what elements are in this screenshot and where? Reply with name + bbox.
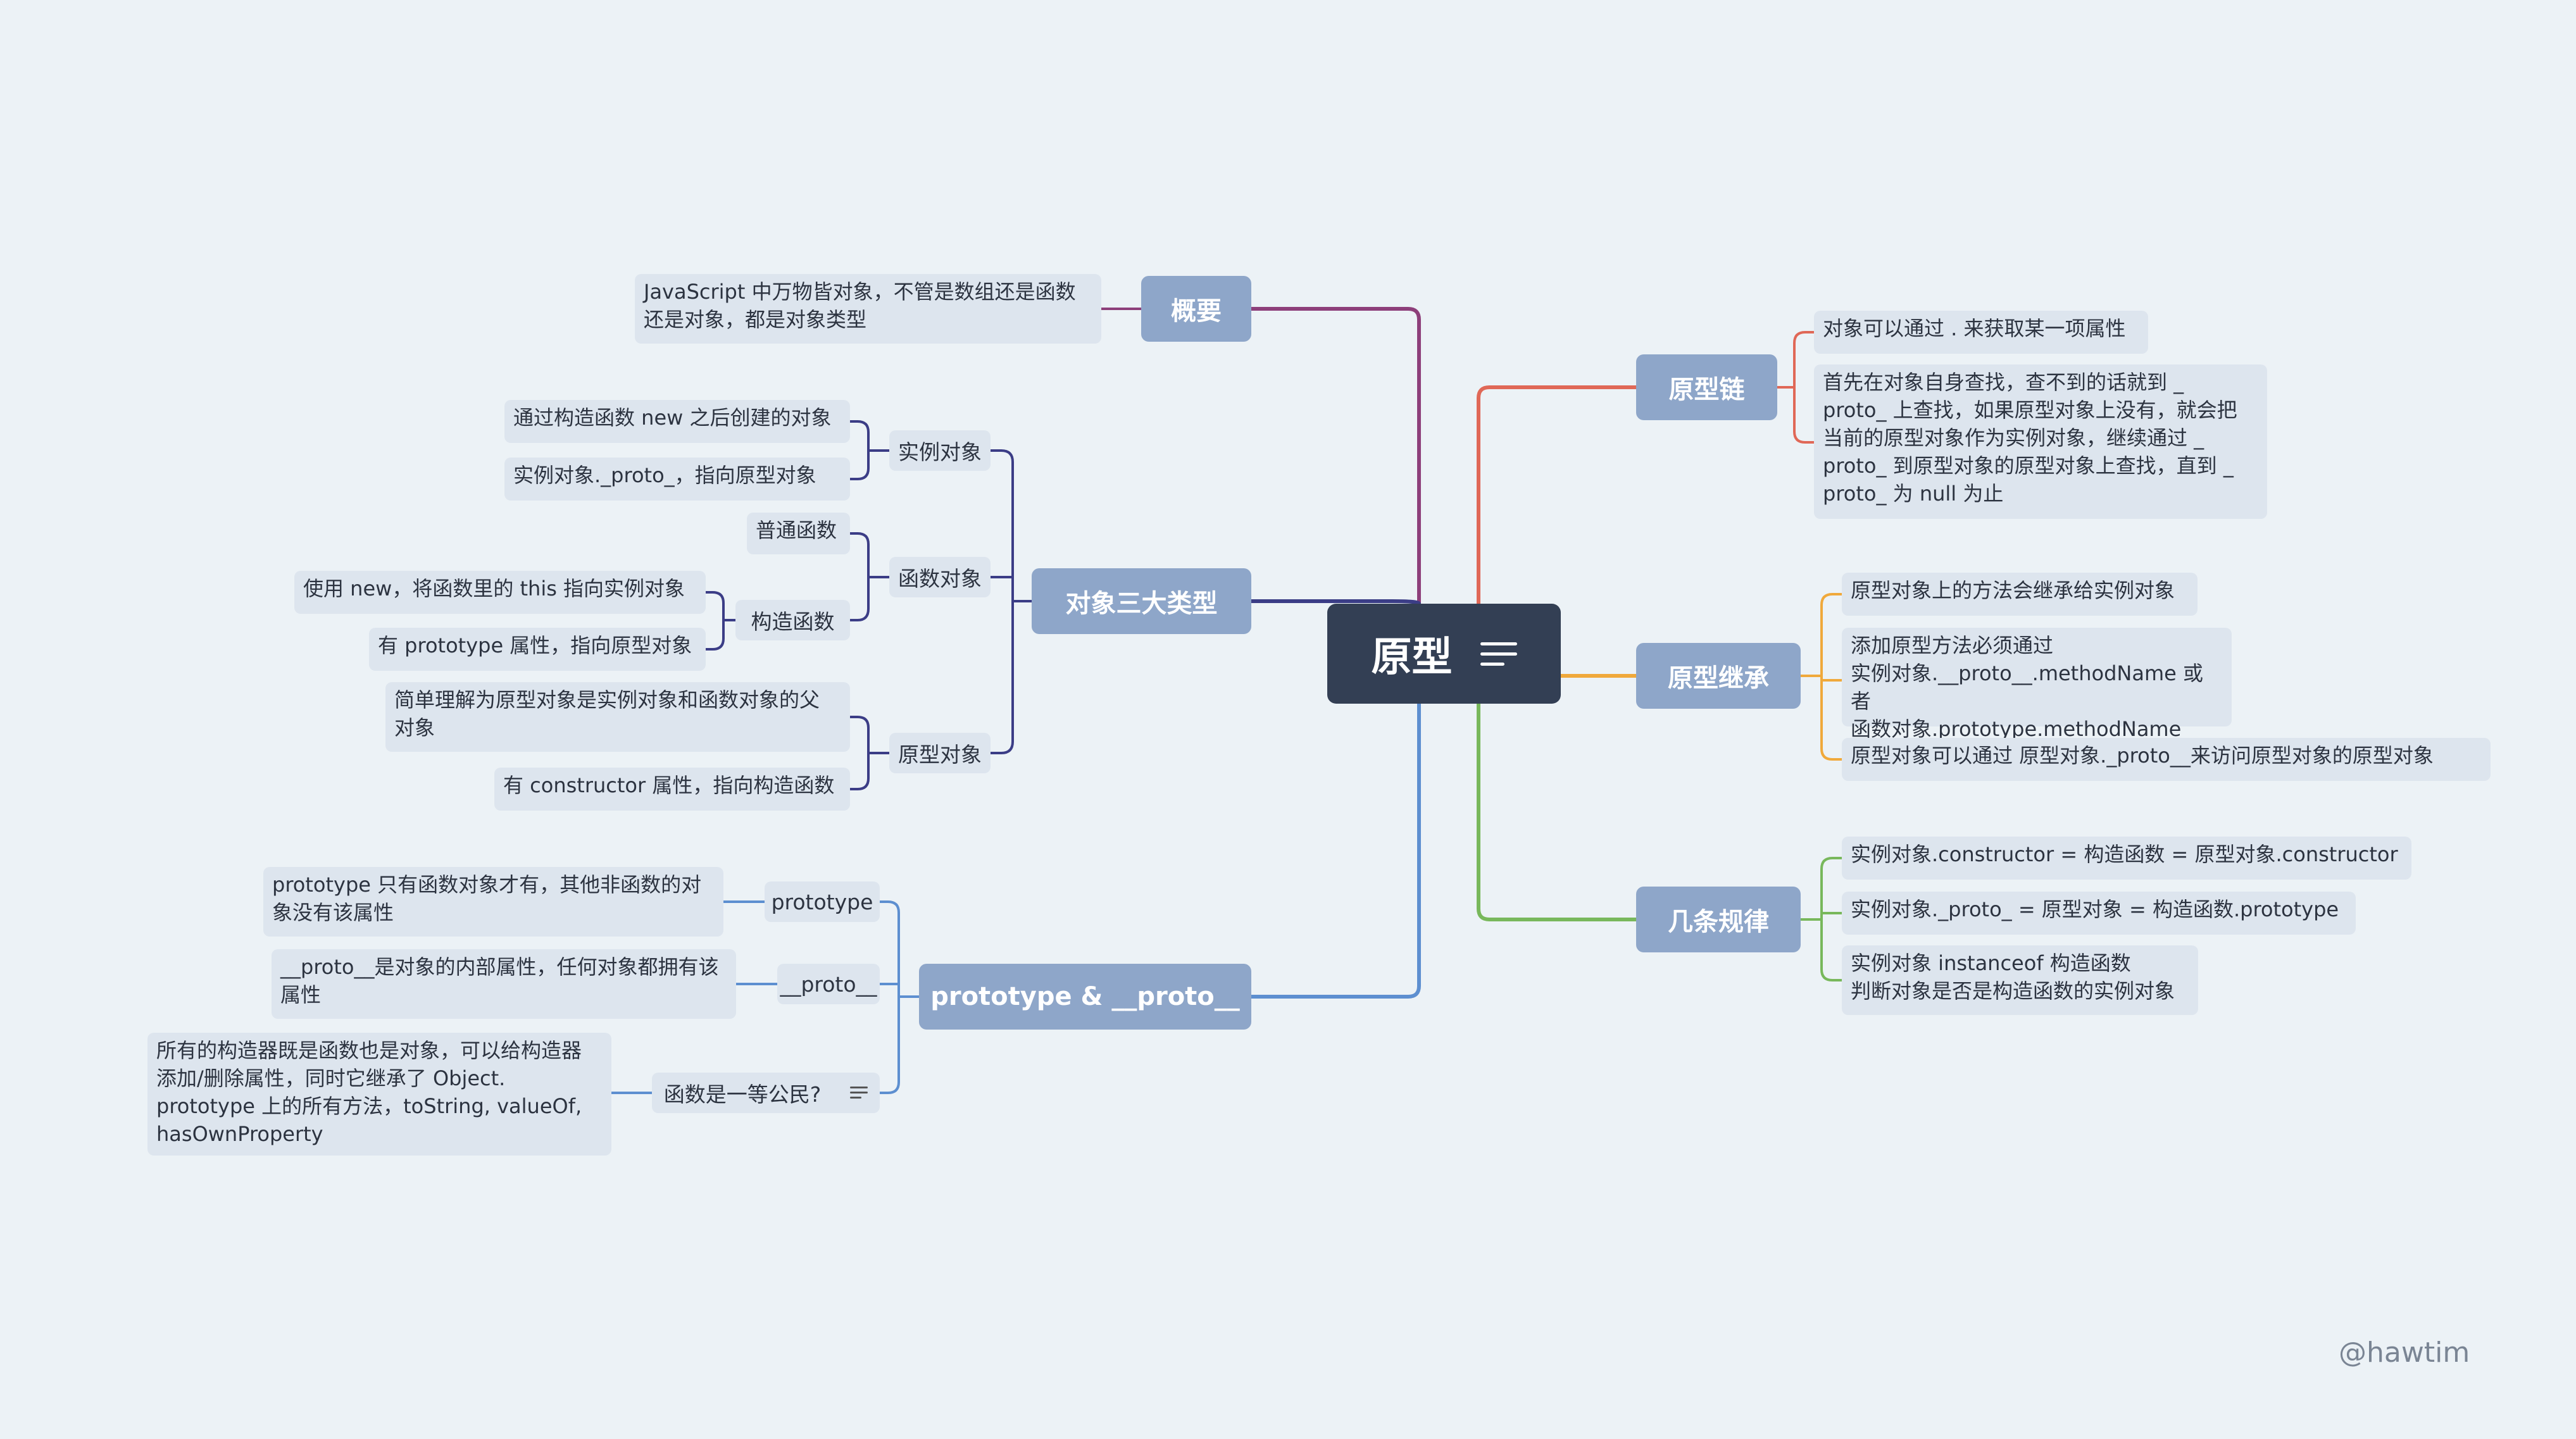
- author-credit: @hawtim: [2339, 1336, 2470, 1369]
- first-class-note: 所有的构造器既是函数也是对象，可以给构造器 添加/删除属性，同时它继承了 Obj…: [147, 1033, 611, 1156]
- root-topic[interactable]: 原型: [1327, 604, 1561, 704]
- inherit-item-3: 原型对象可以通过 原型对象._proto__来访问原型对象的原型对象: [1842, 738, 2491, 781]
- connector-chain: [1477, 385, 1638, 606]
- subtopic-function-object[interactable]: 函数对象: [889, 557, 991, 597]
- constructor-item-1: 使用 new，将函数里的 this 指向实例对象: [294, 571, 706, 614]
- topic-object-types-label: 对象三大类型: [1065, 589, 1218, 618]
- topic-overview-label: 概要: [1171, 297, 1222, 326]
- topic-prototype-chain[interactable]: 原型链: [1636, 354, 1777, 420]
- connector-rules: [1477, 702, 1638, 921]
- dunder-proto-note: __proto__是对象的内部属性，任何对象都拥有该 属性: [272, 949, 736, 1019]
- subtopic-instance-object-label: 实例对象: [898, 440, 982, 464]
- rules-item-2: 实例对象._proto_ = 原型对象 = 构造函数.prototype: [1842, 892, 2356, 935]
- subtopic-prototype[interactable]: prototype: [765, 881, 880, 922]
- topic-prototype-chain-label: 原型链: [1668, 375, 1745, 404]
- topic-prototype-proto[interactable]: prototype & __proto__: [919, 964, 1251, 1030]
- connector-types: [1249, 599, 1421, 606]
- subtopic-first-class-label: 函数是一等公民?: [663, 1082, 822, 1107]
- subtopic-constructor[interactable]: 构造函数: [735, 600, 850, 640]
- topic-prototype-proto-label: prototype & __proto__: [930, 982, 1240, 1011]
- root-label: 原型: [1371, 634, 1453, 681]
- connector-proto: [1249, 702, 1421, 999]
- chain-item-2: 首先在对象自身查找，查不到的话就到 _ proto_ 上查找，如果原型对象上没有…: [1814, 364, 2267, 519]
- subtopic-dunder-proto[interactable]: __proto__: [777, 964, 880, 1004]
- connector-overview: [1249, 307, 1421, 606]
- subtopic-first-class-function[interactable]: 函数是一等公民?: [652, 1073, 880, 1113]
- topic-prototype-inheritance[interactable]: 原型继承: [1636, 643, 1801, 709]
- instance-item-2: 实例对象._proto_，指向原型对象: [504, 458, 850, 501]
- topic-object-types[interactable]: 对象三大类型: [1032, 568, 1251, 634]
- chain-item-1: 对象可以通过 . 来获取某一项属性: [1814, 311, 2148, 354]
- topic-prototype-inheritance-label: 原型继承: [1668, 664, 1769, 693]
- topic-rules[interactable]: 几条规律: [1636, 887, 1801, 952]
- inherit-item-1: 原型对象上的方法会继承给实例对象: [1842, 573, 2198, 616]
- prototype-note: prototype 只有函数对象才有，其他非函数的对 象没有该属性: [263, 867, 723, 937]
- subtopic-prototype-label: prototype: [771, 889, 873, 914]
- notes-icon[interactable]: [1480, 640, 1517, 668]
- topic-rules-label: 几条规律: [1668, 907, 1769, 937]
- subtopic-prototype-object[interactable]: 原型对象: [889, 733, 991, 773]
- subtopic-dunder-proto-label: __proto__: [780, 971, 877, 997]
- subtopic-function-object-label: 函数对象: [898, 566, 982, 591]
- notes-icon[interactable]: [850, 1085, 868, 1100]
- subtopic-instance-object[interactable]: 实例对象: [889, 430, 991, 471]
- constructor-item-2: 有 prototype 属性，指向原型对象: [369, 628, 706, 671]
- inherit-item-2: 添加原型方法必须通过 实例对象.__proto__.methodName 或者 …: [1842, 628, 2232, 741]
- topic-overview[interactable]: 概要: [1141, 276, 1251, 342]
- prototype-object-item-1: 简单理解为原型对象是实例对象和函数对象的父 对象: [385, 682, 850, 752]
- rules-item-1: 实例对象.constructor = 构造函数 = 原型对象.construct…: [1842, 837, 2411, 880]
- prototype-object-item-2: 有 constructor 属性，指向构造函数: [494, 768, 850, 811]
- subtopic-prototype-object-label: 原型对象: [898, 742, 982, 767]
- instance-item-1: 通过构造函数 new 之后创建的对象: [504, 400, 850, 443]
- rules-item-3: 实例对象 instanceof 构造函数 判断对象是否是构造函数的实例对象: [1842, 945, 2198, 1015]
- overview-note: JavaScript 中万物皆对象，不管是数组还是函数 还是对象，都是对象类型: [635, 274, 1101, 344]
- subtopic-constructor-label: 构造函数: [751, 609, 835, 634]
- function-normal: 普通函数: [747, 513, 850, 554]
